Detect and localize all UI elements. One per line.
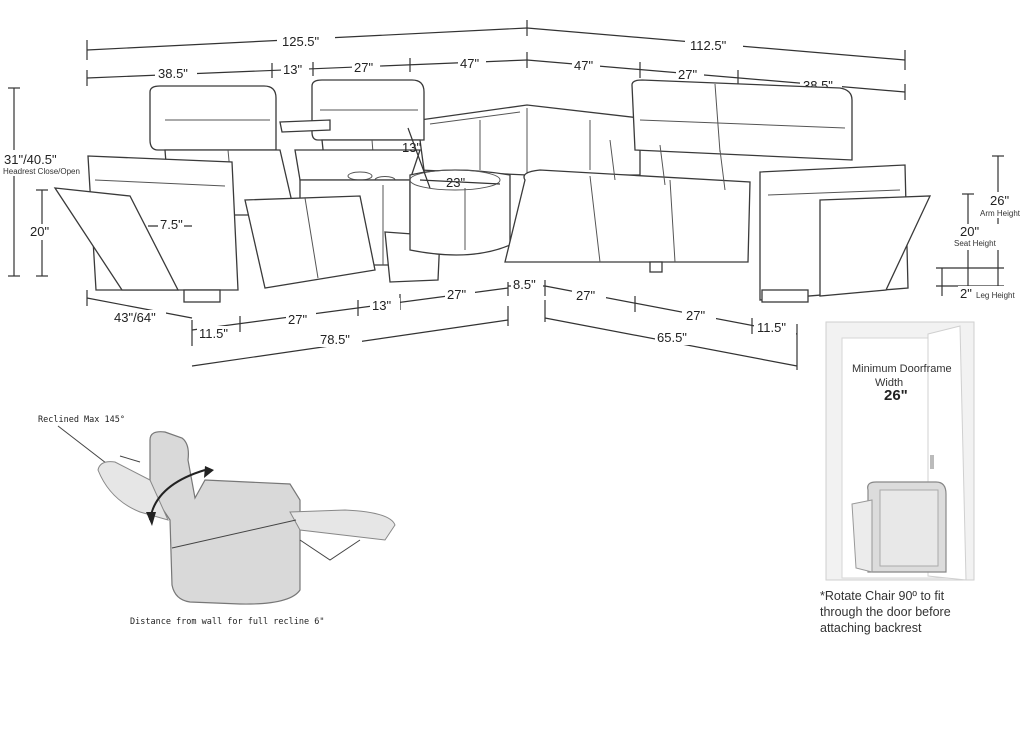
door-note-line2: through the door before bbox=[820, 605, 951, 619]
door-title-line1: Minimum Doorframe bbox=[852, 363, 952, 375]
door-note-line1: *Rotate Chair 90º to fit bbox=[820, 589, 945, 603]
headrest-note: Headrest Close/Open bbox=[3, 167, 80, 176]
corner-seat-dim: 23" bbox=[446, 175, 465, 190]
right-seats bbox=[504, 169, 751, 263]
left-headrest-1 bbox=[149, 85, 277, 151]
bottom-console: 13" bbox=[372, 298, 391, 313]
leg-height-dim: 2" bbox=[960, 286, 972, 301]
arm-height-note: Arm Height bbox=[980, 209, 1021, 218]
arm-width-dim: 7.5" bbox=[160, 217, 183, 232]
bottom-left-seat: 27" bbox=[288, 312, 307, 327]
doorframe-panel: Minimum Doorframe Width 26" *Rotate Chai… bbox=[820, 321, 975, 635]
leg-height-note: Leg Height bbox=[976, 291, 1015, 300]
arm-height-dim: 26" bbox=[990, 193, 1009, 208]
door-title-line2: Width bbox=[875, 377, 903, 389]
bottom-right-seat: 27" bbox=[686, 308, 705, 323]
right-back bbox=[631, 79, 853, 161]
seg-right-corner: 47" bbox=[574, 58, 593, 73]
bottom-right-total: 65.5" bbox=[657, 330, 687, 345]
bottom-right-arm: 11.5" bbox=[757, 320, 786, 335]
overall-left-dim: 125.5" bbox=[282, 34, 320, 49]
bottom-left-corner: 27" bbox=[447, 287, 466, 302]
depth-dim: 43"/64" bbox=[114, 310, 156, 325]
seg-left-seat: 27" bbox=[354, 60, 373, 75]
left-seat bbox=[244, 195, 376, 289]
bottom-right-corner: 27" bbox=[576, 288, 595, 303]
sectional-sofa-drawing bbox=[53, 79, 932, 303]
headrest-dim: 31"/40.5" bbox=[4, 152, 57, 167]
bottom-dims: 43"/64" 11.5" 27" 13" 27" 8.5" 27" 27" 1… bbox=[86, 277, 798, 370]
console-depth-dim: 13" bbox=[402, 140, 421, 155]
top-overall-dims: 125.5" 112.5" bbox=[86, 20, 906, 70]
bottom-corner-gap: 8.5" bbox=[513, 277, 536, 292]
seg-console: 13" bbox=[283, 62, 302, 77]
inner-dims: 7.5" 13" 23" bbox=[148, 127, 501, 232]
top-segment-dims: 38.5" 13" 27" 47" 47" 27" 38.5" bbox=[86, 52, 906, 100]
overall-right-dim: 112.5" bbox=[690, 38, 727, 53]
left-footrest bbox=[53, 187, 180, 291]
left-seat-height-dim: 20" bbox=[30, 224, 49, 239]
seat-height-dim: 20" bbox=[960, 224, 979, 239]
seg-right-seat: 27" bbox=[678, 67, 697, 82]
seg-left-corner: 47" bbox=[460, 56, 479, 71]
recline-wall-label: Distance from wall for full recline 6" bbox=[130, 617, 324, 627]
door-note-line3: attaching backrest bbox=[820, 621, 922, 635]
recline-diagram: Reclined Max 145° Distance from wall for… bbox=[38, 415, 396, 627]
left-side-dims: 31"/40.5" Headrest Close/Open 20" bbox=[2, 87, 80, 277]
seg-left-arm: 38.5" bbox=[158, 66, 188, 81]
reclined-chair bbox=[149, 431, 301, 605]
door-width: 26" bbox=[884, 387, 908, 404]
bottom-left-total: 78.5" bbox=[320, 332, 350, 347]
bottom-left-arm: 11.5" bbox=[199, 326, 228, 341]
right-side-dims: 26" Arm Height 20" Seat Height 2" Leg He… bbox=[936, 155, 1022, 301]
recline-max-label: Reclined Max 145° bbox=[38, 415, 125, 425]
seat-height-note: Seat Height bbox=[954, 239, 997, 248]
right-footrest bbox=[819, 195, 932, 297]
